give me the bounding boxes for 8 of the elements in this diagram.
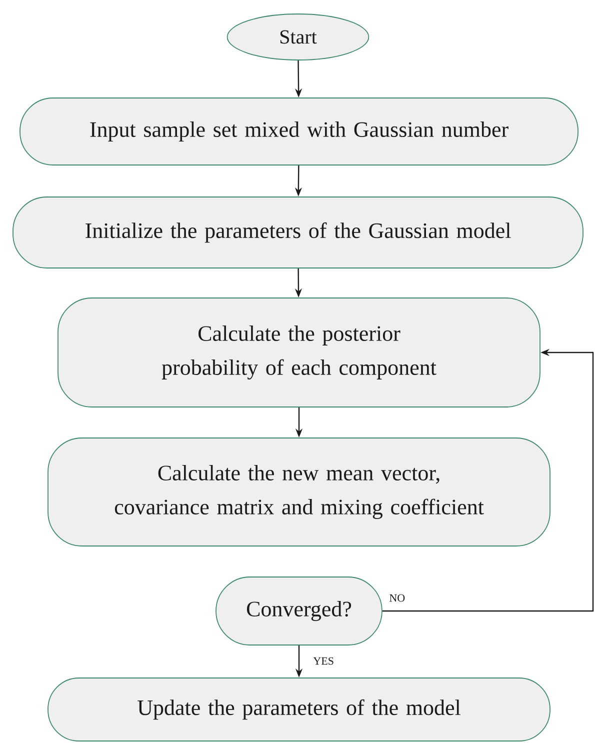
process-box: Converged? bbox=[216, 576, 382, 646]
process-box: Update the parameters of the model bbox=[48, 678, 550, 742]
edge-label: NO bbox=[388, 593, 406, 603]
process-box: Input sample set mixed with Gaussian number bbox=[20, 98, 578, 166]
process-box: Calculate the new mean vector, covariance matrix and mixing coefficient bbox=[48, 438, 550, 546]
process-box: Initialize the parameters of the Gaussian model bbox=[12, 196, 584, 268]
edge-label: YES bbox=[312, 656, 335, 666]
process-box: Calculate the posterior probability of each component bbox=[58, 298, 540, 408]
